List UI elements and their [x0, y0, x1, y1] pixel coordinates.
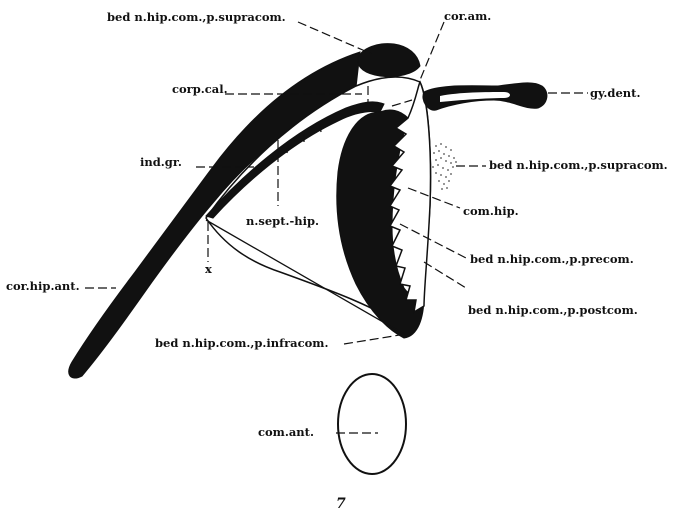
label-cor-hip-ant: cor.hip.ant.: [6, 279, 80, 293]
label-com-ant: com.ant.: [258, 425, 314, 439]
cornu-ammonis-cap: [358, 44, 420, 77]
label-corp-cal: corp.cal.: [172, 82, 228, 96]
label-cor-am: cor.am.: [444, 9, 491, 23]
figure-number: 7: [336, 496, 346, 512]
label-n-sept-hip: n.sept.-hip.: [246, 214, 319, 228]
stippled-region: [432, 143, 457, 190]
label-x-mark: x: [205, 262, 212, 276]
label-ind-gr: ind.gr.: [140, 155, 182, 169]
label-bed-precom: bed n.hip.com.,p.precom.: [470, 252, 634, 266]
label-bed-supracom-right: bed n.hip.com.,p.supracom.: [489, 158, 668, 172]
label-bed-postcom: bed n.hip.com.,p.postcom.: [468, 303, 638, 317]
label-bed-supracom-top: bed n.hip.com.,p.supracom.: [107, 10, 286, 24]
label-bed-infracom: bed n.hip.com.,p.infracom.: [155, 336, 328, 350]
anterior-commissure: [338, 374, 406, 474]
label-com-hip: com.hip.: [463, 204, 519, 218]
label-gy-dent: gy.dent.: [590, 86, 640, 100]
